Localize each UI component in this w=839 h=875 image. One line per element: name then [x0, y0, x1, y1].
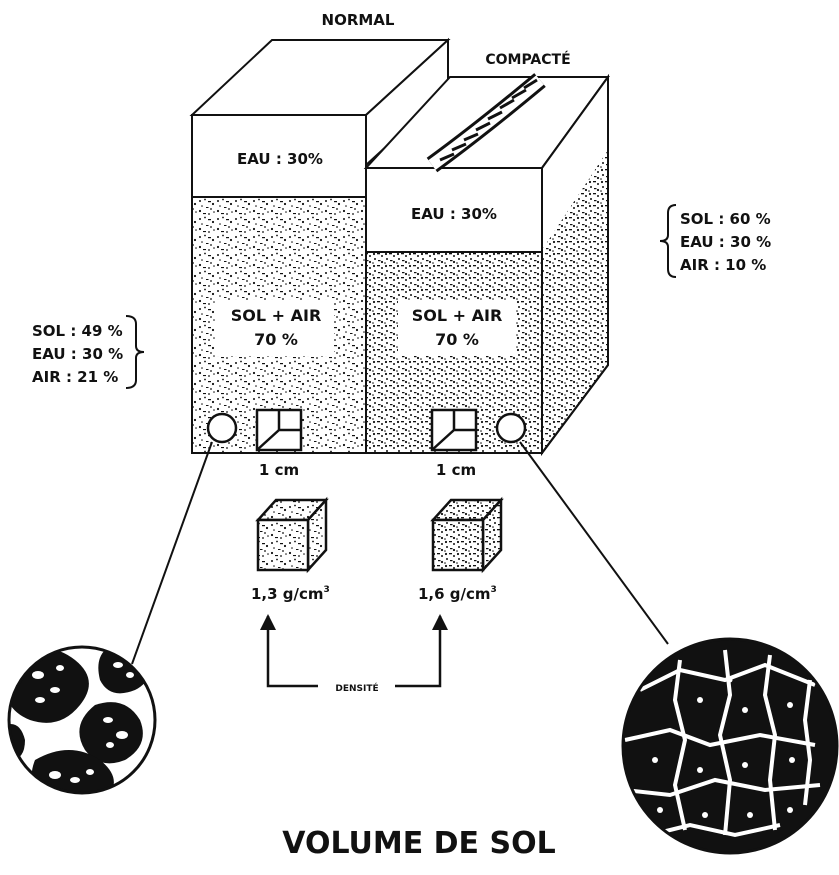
compacted-solids-label-line1: SOL + AIR	[412, 306, 503, 325]
normal-composition-air: AIR : 21 %	[32, 368, 118, 386]
compacted-composition-brace	[659, 204, 677, 278]
compacted-scale-label: 1 cm	[436, 461, 476, 479]
normal-solids-label-line2: 70 %	[254, 330, 298, 349]
normal-density-cube	[255, 496, 329, 574]
compacted-label: COMPACTÉ	[485, 51, 570, 68]
normal-composition: SOL : 49 % EAU : 30 % AIR : 21 %	[32, 315, 145, 389]
compacted-density-cube	[430, 496, 504, 574]
normal-composition-sol: SOL : 49 %	[32, 322, 123, 340]
normal-leader-line	[131, 441, 213, 665]
compacted-composition: SOL : 60 % EAU : 30 % AIR : 10 %	[659, 204, 771, 278]
compacted-cube-marker-icon	[430, 408, 478, 452]
compacted-soil-block	[363, 73, 610, 456]
density-label: DENSITÉ	[335, 682, 378, 694]
normal-composition-eau: EAU : 30 %	[32, 345, 123, 363]
normal-water-layer	[191, 114, 367, 198]
compacted-density-value: 1,6 g/cm3	[418, 585, 497, 603]
arrow-up-icon	[432, 614, 448, 630]
normal-composition-brace	[125, 315, 145, 389]
compacted-solids-label-line2: 70 %	[435, 330, 479, 349]
compacted-composition-sol: SOL : 60 %	[680, 210, 771, 228]
compacted-leader-line	[519, 441, 669, 645]
normal-cube-marker-icon	[255, 408, 303, 452]
compacted-composition-air: AIR : 10 %	[680, 256, 766, 274]
density-arrows	[266, 616, 442, 688]
compacted-magnified-structure	[621, 637, 839, 855]
diagram-title: VOLUME DE SOL	[282, 826, 555, 861]
normal-solids-label-line1: SOL + AIR	[231, 306, 322, 325]
normal-sample-circle	[206, 412, 238, 444]
normal-water-label: EAU : 30%	[237, 150, 323, 168]
normal-label: NORMAL	[322, 11, 395, 29]
normal-magnified-structure	[7, 645, 157, 795]
compacted-sample-circle	[495, 412, 527, 444]
compacted-composition-eau: EAU : 30 %	[680, 233, 771, 251]
compacted-water-label: EAU : 30%	[411, 205, 497, 223]
normal-density-value: 1,3 g/cm3	[251, 585, 330, 603]
normal-scale-label: 1 cm	[259, 461, 299, 479]
arrow-up-icon	[260, 614, 276, 630]
tire-track-icon	[426, 73, 546, 173]
